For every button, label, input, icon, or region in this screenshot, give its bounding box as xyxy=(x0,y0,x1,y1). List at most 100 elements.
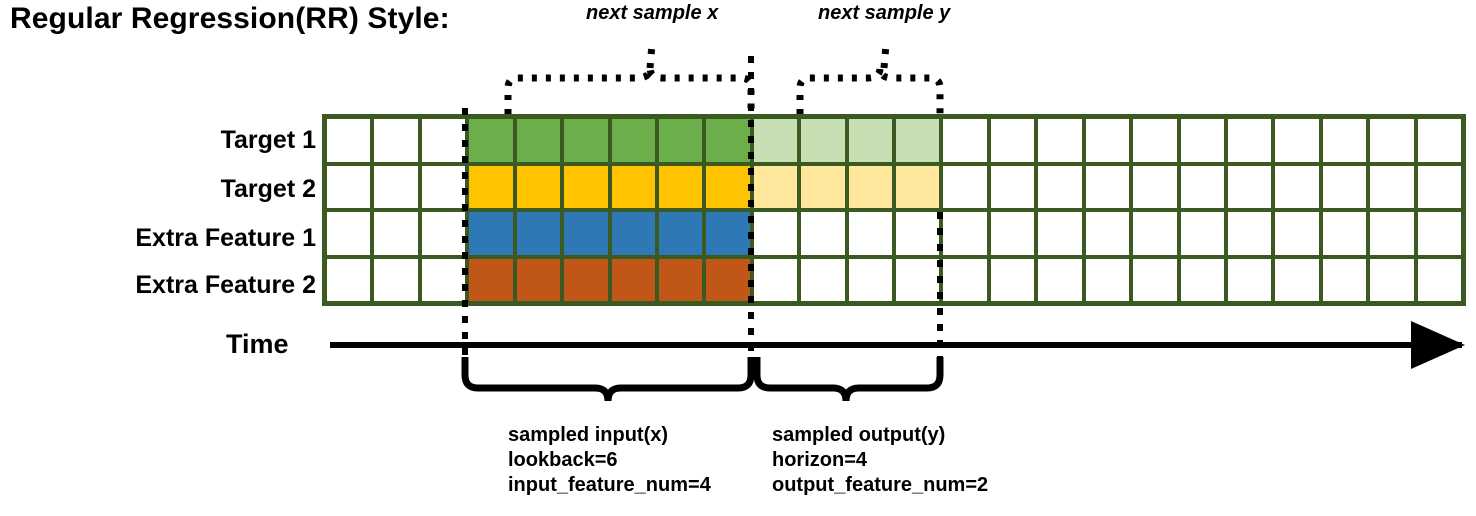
grid-cell xyxy=(374,212,418,255)
grid-cell xyxy=(801,212,845,255)
grid-cell xyxy=(1227,119,1272,162)
grid-cell xyxy=(516,165,561,208)
brace-stem-x xyxy=(646,43,656,69)
grid-cell xyxy=(564,165,608,208)
grid-cell xyxy=(1275,119,1319,162)
row-label-target-1: Target 1 xyxy=(220,126,316,154)
grid-cell xyxy=(896,165,940,208)
grid-cell xyxy=(564,119,608,162)
annotation-output-line-1: sampled output(y) xyxy=(772,424,946,446)
grid-cell xyxy=(658,165,703,208)
grid-cell xyxy=(896,212,940,255)
grid-cell xyxy=(706,119,750,162)
annotation-sampled-output: sampled output(y) horizon=4 output_featu… xyxy=(772,423,988,498)
grid-cell xyxy=(564,212,608,255)
grid-cell xyxy=(753,119,798,162)
grid-cell xyxy=(1085,258,1130,301)
grid-cell xyxy=(469,258,513,301)
annotation-sampled-input: sampled input(x) lookback=6 input_featur… xyxy=(508,423,711,498)
brace-stem-y xyxy=(880,43,890,69)
grid-cell xyxy=(848,258,892,301)
grid-cell xyxy=(990,165,1035,208)
grid-cell xyxy=(658,119,703,162)
grid-cell xyxy=(611,258,655,301)
grid-cell xyxy=(1038,119,1082,162)
annotation-output-line-3: output_feature_num=2 xyxy=(772,474,989,496)
grid-cell xyxy=(753,258,798,301)
grid-cell xyxy=(516,119,561,162)
grid-cell xyxy=(1370,212,1414,255)
grid-cell xyxy=(943,165,987,208)
grid-cell xyxy=(801,258,845,301)
grid-cell xyxy=(516,212,561,255)
grid-cell xyxy=(1417,258,1461,301)
grid-cell xyxy=(753,212,798,255)
grid-cell xyxy=(1322,258,1367,301)
grid-cell xyxy=(421,258,466,301)
grid-cell xyxy=(1085,119,1130,162)
annotation-input-line-1: sampled input(x) xyxy=(508,424,669,446)
time-axis-label: Time xyxy=(226,329,289,359)
grid-cell xyxy=(801,165,845,208)
grid-cell xyxy=(1417,212,1461,255)
grid-cell xyxy=(1038,212,1082,255)
grid-cell xyxy=(1133,258,1177,301)
grid-cell xyxy=(990,119,1035,162)
grid-cell xyxy=(1227,258,1272,301)
grid-cell xyxy=(1370,165,1414,208)
annotation-input-line-2: lookback=6 xyxy=(508,449,618,471)
grid-cell xyxy=(564,258,608,301)
row-label-extra-feature-2: Extra Feature 2 xyxy=(135,271,316,299)
grid-cell xyxy=(896,258,940,301)
page-title: Regular Regression(RR) Style: xyxy=(10,2,450,35)
grid-cell xyxy=(1370,119,1414,162)
grid-cell xyxy=(848,119,892,162)
timeseries-grid xyxy=(322,114,1466,306)
row-label-extra-feature-1: Extra Feature 1 xyxy=(135,224,316,252)
grid-cell xyxy=(1322,165,1367,208)
grid-cell xyxy=(516,258,561,301)
grid-cell xyxy=(801,119,845,162)
grid-cell xyxy=(374,165,418,208)
grid-cell xyxy=(848,165,892,208)
grid-cell xyxy=(706,212,750,255)
grid-cell xyxy=(327,212,371,255)
grid-cell xyxy=(1322,119,1367,162)
grid-cell xyxy=(1275,258,1319,301)
grid-cell xyxy=(469,212,513,255)
grid-cell xyxy=(943,212,987,255)
caption-next-sample-y: next sample y xyxy=(818,2,951,24)
grid-cell xyxy=(611,212,655,255)
grid-cell xyxy=(1133,165,1177,208)
grid-cell xyxy=(1085,212,1130,255)
grid-cell xyxy=(1275,212,1319,255)
grid-cell xyxy=(1180,212,1224,255)
grid-cell xyxy=(611,165,655,208)
row-label-target-2: Target 2 xyxy=(220,175,316,203)
grid-cell xyxy=(753,165,798,208)
grid-cell xyxy=(1227,165,1272,208)
grid-cell xyxy=(421,165,466,208)
grid-cell xyxy=(327,165,371,208)
annotation-output-line-2: horizon=4 xyxy=(772,449,868,471)
grid-cell xyxy=(611,119,655,162)
grid-cell xyxy=(1180,165,1224,208)
grid-cell xyxy=(1275,165,1319,208)
grid-cell xyxy=(327,258,371,301)
grid-cell xyxy=(1180,258,1224,301)
grid-cell xyxy=(1227,212,1272,255)
grid-cell xyxy=(943,119,987,162)
grid-cell xyxy=(1180,119,1224,162)
grid-cell xyxy=(848,212,892,255)
grid-cell xyxy=(896,119,940,162)
grid-cell xyxy=(943,258,987,301)
brace-sampled-input xyxy=(461,357,755,402)
caption-next-sample-x: next sample x xyxy=(586,2,719,24)
brace-next-sample-x xyxy=(504,67,755,114)
grid-cell xyxy=(421,119,466,162)
grid-cell xyxy=(469,165,513,208)
grid-cell xyxy=(1417,165,1461,208)
grid-cell xyxy=(374,258,418,301)
grid-cell xyxy=(658,258,703,301)
